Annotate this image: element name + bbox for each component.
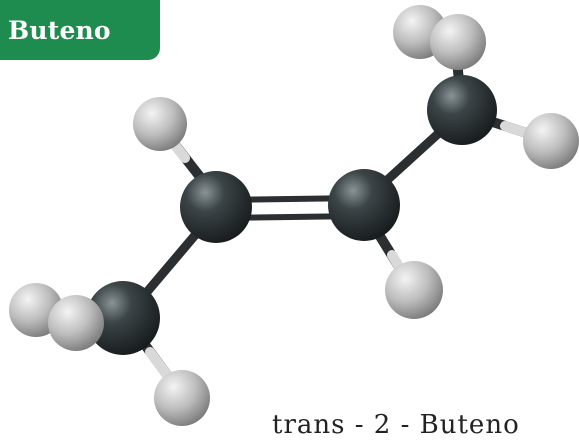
hydrogen-atom-h2 <box>385 261 443 319</box>
hydrogen-atoms-front <box>48 113 579 426</box>
hydrogen-atom-h1 <box>133 97 187 151</box>
carbon-atom-c2 <box>180 171 252 243</box>
hydrogen-atom-h5 <box>430 14 486 70</box>
carbon-atom-c3 <box>328 169 400 241</box>
hydrogen-atom-h3 <box>523 113 579 169</box>
carbon-atom-c4 <box>427 75 497 145</box>
hydrogen-atom-h7 <box>48 295 104 351</box>
title-badge: Buteno <box>0 0 160 60</box>
page-title: Buteno <box>8 15 111 45</box>
hydrogen-atom-h8 <box>154 370 210 426</box>
butene-molecule-model <box>9 5 579 426</box>
carbon-atoms <box>86 75 497 355</box>
carbon-atom-c1 <box>86 281 160 355</box>
molecule-caption: trans - 2 - Buteno <box>272 410 520 440</box>
